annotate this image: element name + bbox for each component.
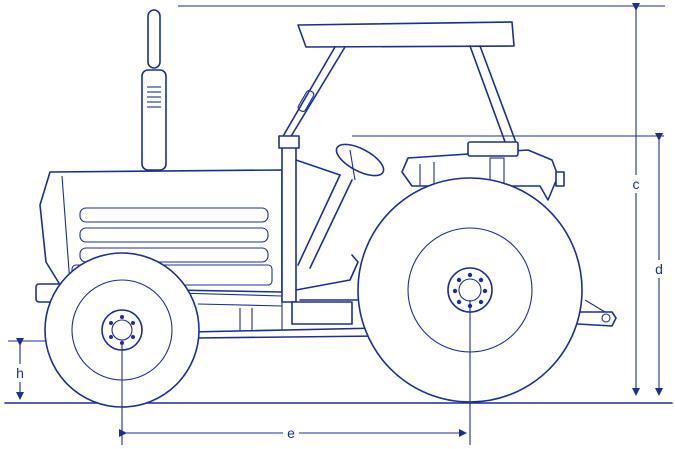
exhaust-stack xyxy=(141,9,167,171)
chassis-frame xyxy=(189,301,381,339)
dimension-d-label: d xyxy=(655,261,663,277)
drawbar-hitch xyxy=(577,299,617,327)
dimension-d: d xyxy=(651,133,667,396)
dimension-e: e xyxy=(119,424,467,442)
dimension-e-label: e xyxy=(287,425,295,441)
dimension-h-label: h xyxy=(16,365,24,381)
canopy xyxy=(281,21,519,151)
dimension-c: c xyxy=(628,3,644,396)
dimension-h: h xyxy=(12,338,28,400)
steering-assembly xyxy=(278,135,385,303)
dimension-c-label: c xyxy=(633,176,640,192)
